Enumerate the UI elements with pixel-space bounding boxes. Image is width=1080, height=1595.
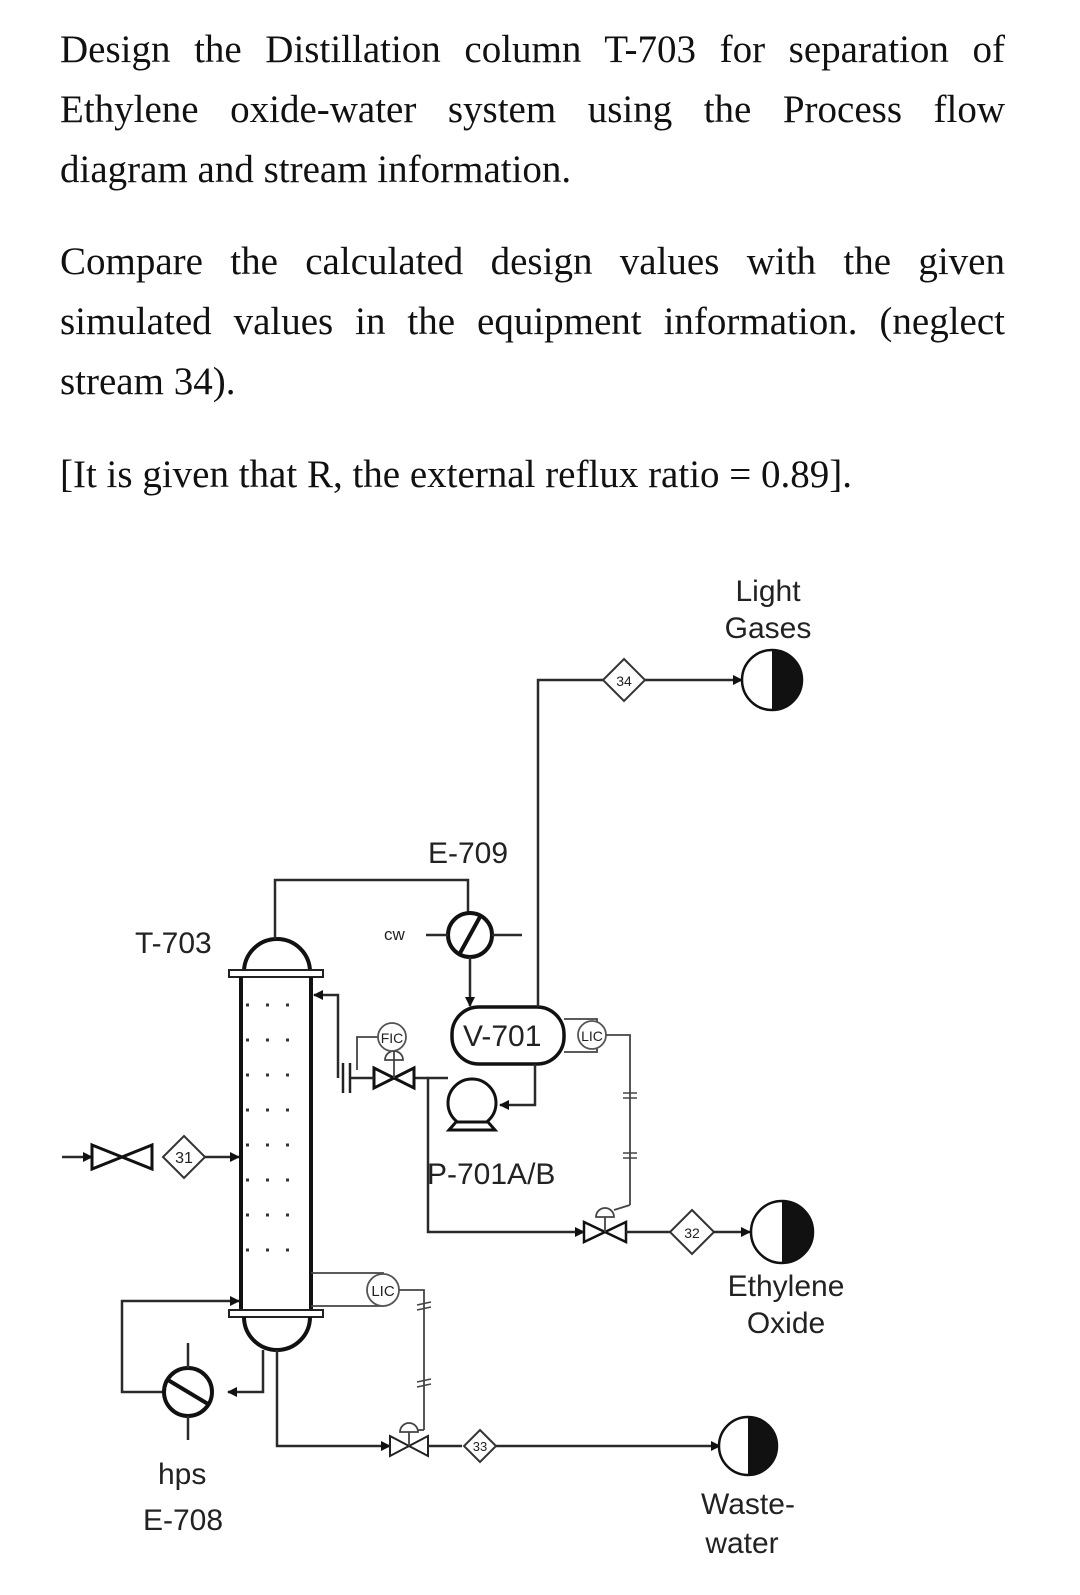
column-level-controller: LIC [366, 1273, 400, 1307]
ethylene-oxide-label-2: Oxide [747, 1307, 825, 1340]
svg-text:LIC: LIC [371, 1283, 395, 1300]
pump-label: P-701A/B [427, 1158, 555, 1191]
reflux-drum-label: V-701 [463, 1020, 541, 1053]
svg-text:31: 31 [175, 1150, 193, 1167]
fic-signal-line [356, 1036, 378, 1070]
drum-lic-signal-line [606, 1034, 631, 1205]
bottoms-line [275, 1350, 391, 1451]
drum-level-controller: LIC [577, 1020, 607, 1050]
reflux-flow-controller: FIC [377, 1022, 407, 1052]
problem-statement-compare: Compare the calculated design values wit… [60, 240, 1005, 403]
signal-hash-marks [623, 1092, 637, 1159]
light-gases-label-2: Gases [725, 612, 812, 645]
condenser-e709 [426, 911, 522, 959]
svg-text:32: 32 [684, 1225, 700, 1241]
light-gases-label-1: Light [735, 575, 801, 608]
light-gases-product-icon [740, 648, 804, 712]
pump-discharge-line [426, 1076, 585, 1237]
stream-34-tag: 34 [601, 657, 647, 703]
product-control-valve [582, 1207, 628, 1244]
stream-32-tag: 32 [668, 1208, 716, 1256]
reboiler-label: E-708 [143, 1504, 223, 1537]
svg-text:FIC: FIC [381, 1030, 404, 1046]
reflux-return-line [313, 990, 340, 1078]
pump-p701ab [445, 1077, 499, 1132]
product-valve-signal [613, 1204, 631, 1211]
stream-33-tag: 33 [462, 1428, 498, 1464]
problem-statement-design: Design the Distillation column T-703 for… [60, 28, 1005, 191]
reboiler-e708 [162, 1343, 214, 1440]
bottoms-control-valve [389, 1422, 429, 1458]
reflux-drum-v701 [450, 1005, 566, 1066]
svg-text:34: 34 [616, 673, 632, 689]
wastewater-label-2: water [704, 1527, 778, 1560]
reflux-control-valve [372, 1050, 416, 1091]
svg-text:LIC: LIC [581, 1028, 603, 1044]
stream-31-tag: 31 [161, 1134, 207, 1180]
cooling-water-label: cw [384, 925, 406, 944]
vent-line [536, 678, 603, 1007]
column-label: T-703 [135, 927, 212, 960]
condenser-label: E-709 [428, 837, 508, 870]
column-trays [246, 1003, 306, 1252]
svg-text:33: 33 [473, 1439, 487, 1454]
wastewater-label-1: Waste- [701, 1488, 795, 1521]
drum-outlet-line [499, 1064, 537, 1110]
wastewater-product-icon [717, 1415, 779, 1477]
signal-hash-marks-2 [416, 1301, 432, 1388]
ethylene-oxide-product-icon [749, 1199, 815, 1265]
ethylene-oxide-label-1: Ethylene [728, 1270, 845, 1303]
distillation-column-t703 [228, 937, 324, 1352]
reboiler-feed-line [227, 1350, 265, 1397]
overhead-vapor-line [273, 878, 470, 939]
problem-statement-reflux-ratio: [It is given that R, the external reflux… [60, 453, 853, 496]
feed-valve [90, 1142, 154, 1172]
reboiler-return-line [120, 1296, 240, 1394]
column-lic-signal-line [399, 1289, 425, 1430]
steam-utility-label: hps [158, 1458, 206, 1491]
